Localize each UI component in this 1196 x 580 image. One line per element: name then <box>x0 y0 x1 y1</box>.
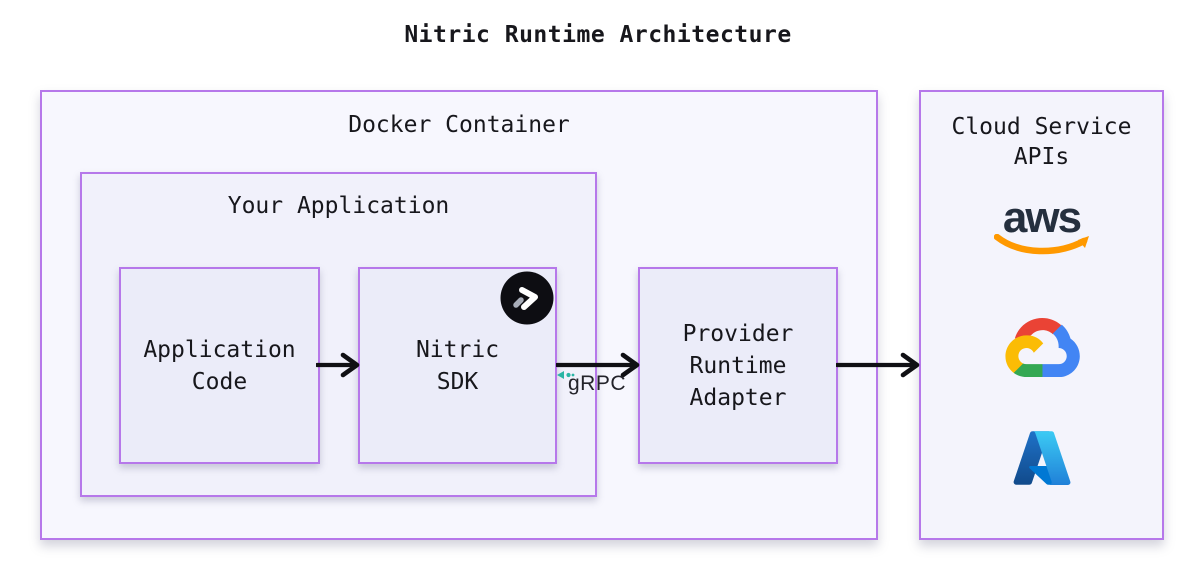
grpc-arrow-icon <box>557 371 575 379</box>
grpc-label-text: gRPC <box>568 372 627 395</box>
aws-smile-icon <box>993 234 1089 255</box>
cloud-service-apis-box: Cloud Service APIs aws <box>919 90 1164 540</box>
azure-logo <box>1013 431 1070 485</box>
docker-container-label: Docker Container <box>348 112 570 138</box>
provider-adapter-label-line: Runtime <box>689 352 787 379</box>
arrow-provider-to-cloud <box>836 352 920 378</box>
arrow-appcode-to-sdk <box>316 352 360 378</box>
aws-logo: aws <box>993 193 1090 260</box>
nitric-sdk-label-line: Nitric <box>415 336 500 363</box>
application-code-box: Application Code <box>119 267 320 464</box>
provider-adapter-label-line: Provider <box>682 320 794 347</box>
your-application-label: Your Application <box>227 193 450 219</box>
diagram-title: Nitric Runtime Architecture <box>404 22 792 48</box>
google-cloud-logo <box>1004 317 1080 377</box>
cloud-service-apis-label: Cloud Service APIs <box>951 114 1132 170</box>
arrow-sdk-to-provider <box>556 352 640 378</box>
application-code-label-line: Application <box>143 336 296 363</box>
nitric-logo <box>500 271 554 325</box>
provider-runtime-adapter-box: Provider Runtime Adapter <box>638 267 838 464</box>
grpc-label: gRPC <box>557 371 627 396</box>
application-code-label-line: Code <box>191 368 248 395</box>
provider-adapter-label-line: Adapter <box>689 384 787 411</box>
aws-wordmark: aws <box>1002 193 1082 242</box>
nitric-sdk-label-line: SDK <box>436 368 479 395</box>
